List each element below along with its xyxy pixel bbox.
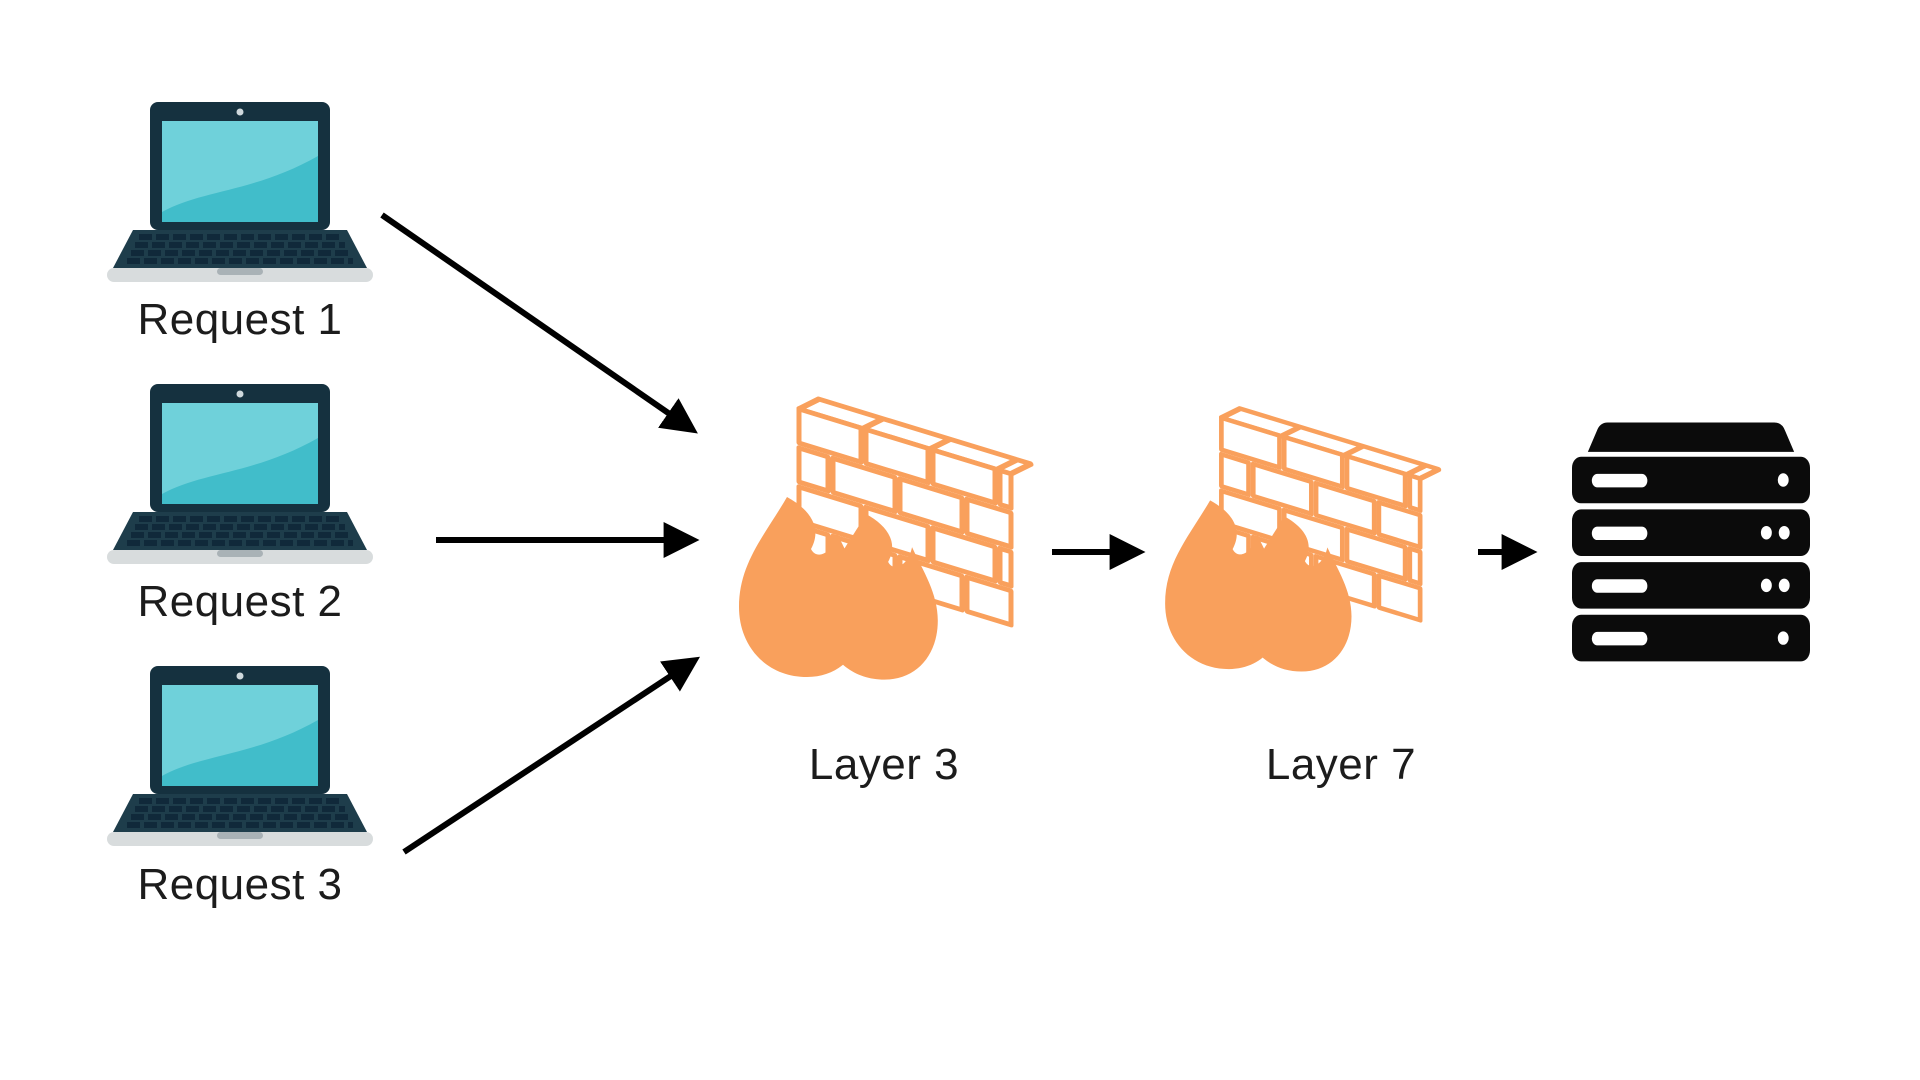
client-label-2: Request 2: [137, 577, 343, 626]
client-node-3: [105, 664, 375, 854]
client-node-2: [105, 382, 375, 572]
laptop-icon: [107, 102, 373, 282]
laptop-icon: [107, 666, 373, 846]
laptop-icon: [107, 384, 373, 564]
client-node-1: [105, 100, 375, 290]
firewall-label-layer7: Layer 7: [1265, 740, 1417, 789]
client-label-1: Request 1: [137, 295, 343, 344]
firewall-node-layer3: [725, 385, 1045, 715]
arrow-request3-to-layer3: [402, 656, 701, 855]
firewall-node-layer7: [1152, 395, 1452, 705]
firewall-icon: [739, 396, 1034, 680]
arrow-request1-to-layer3: [380, 212, 698, 434]
flame-icon: [1165, 500, 1352, 672]
firewall-icon: [1165, 406, 1442, 672]
flame-icon: [739, 497, 938, 680]
client-label-3: Request 3: [137, 860, 343, 909]
server-icon: [1572, 422, 1810, 662]
server-node: [1572, 420, 1810, 665]
firewall-label-layer3: Layer 3: [808, 740, 960, 789]
